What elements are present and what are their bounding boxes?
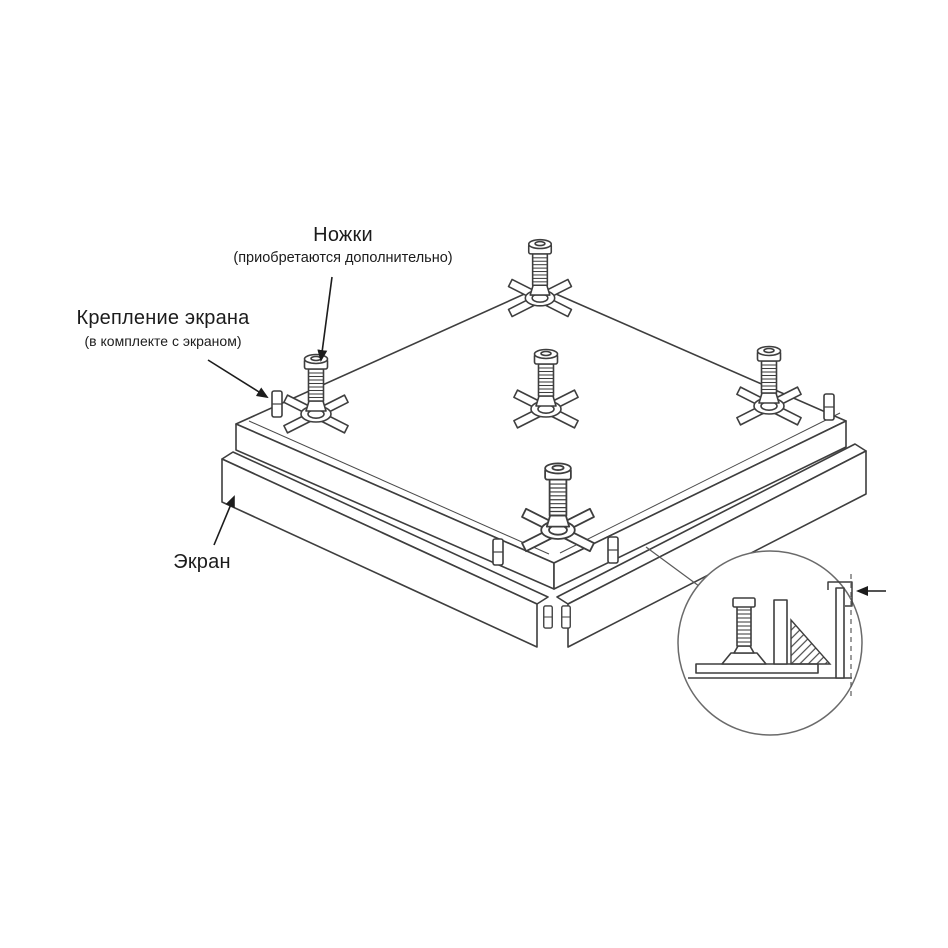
- detail-bracket-hatched: [790, 618, 832, 665]
- detail-leader-line: [645, 546, 704, 590]
- label-screen-title: Экран: [173, 551, 231, 573]
- label-screen-mount: Крепление экрана (в комплекте с экраном): [22, 307, 304, 349]
- tray-lip-right: [559, 412, 841, 554]
- screen-clip-right: [823, 393, 835, 421]
- detail-callout: [645, 546, 886, 736]
- tray-lip-left: [248, 420, 550, 555]
- leader-arrow-legs: [317, 276, 333, 362]
- detail-circle: [677, 550, 863, 736]
- screen-panel: [221, 443, 867, 648]
- screen-right-front-face: [567, 450, 867, 648]
- label-legs: Ножки (приобретаются дополнительно): [173, 224, 513, 266]
- detail-tray-plate: [695, 663, 819, 674]
- detail-clip-hook: [827, 581, 853, 607]
- label-legs-subtitle: (приобретаются дополнительно): [233, 250, 453, 266]
- leg-back: [507, 238, 573, 318]
- screen-clip-front-right: [607, 536, 619, 564]
- screen-clip-corner-left: [543, 605, 553, 629]
- label-screen-mount-title: Крепление экрана: [76, 307, 250, 329]
- leader-arrow-screen: [213, 495, 235, 546]
- leader-arrows: [207, 276, 333, 546]
- detail-screen-section: [835, 587, 845, 679]
- screen-clip-front-left: [492, 538, 504, 566]
- screen-left-front-face: [221, 458, 538, 648]
- label-legs-title: Ножки: [313, 224, 373, 246]
- detail-support-post: [773, 599, 788, 665]
- detail-leg-section: [721, 597, 767, 665]
- label-screen-mount-subtitle: (в комплекте с экраном): [84, 333, 242, 349]
- screen-clip-corner-right: [561, 605, 571, 629]
- tray-body: [235, 286, 847, 590]
- tray-right-face: [553, 420, 847, 590]
- screen-clip-left: [271, 390, 283, 418]
- leader-arrow-mount: [207, 359, 269, 399]
- label-screen: Экран: [130, 551, 274, 574]
